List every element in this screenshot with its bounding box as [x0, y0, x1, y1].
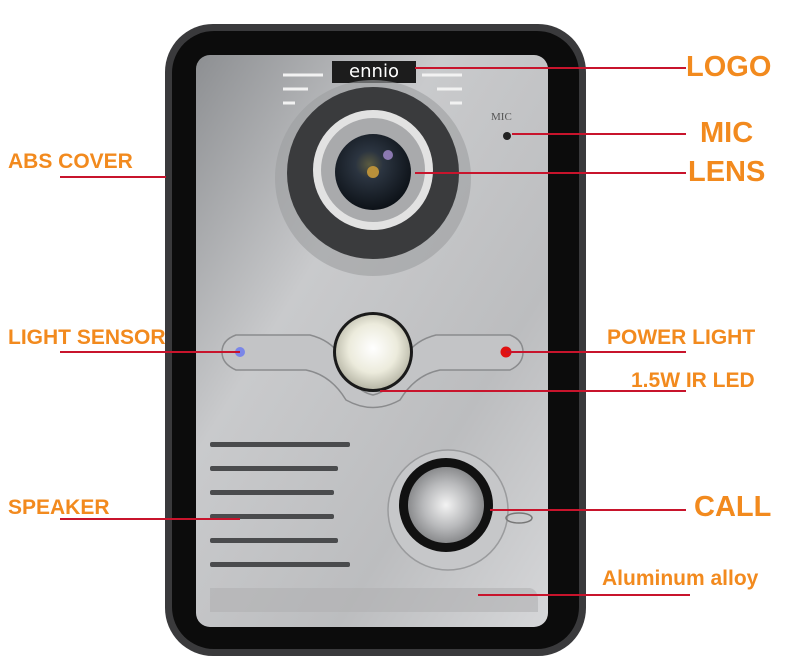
label-lens: LENS [688, 156, 766, 188]
aluminum-leader-line [478, 594, 690, 596]
label-abs-cover: ABS COVER [8, 150, 133, 173]
lens-leader-line [415, 172, 686, 174]
call-leader-line [490, 509, 686, 511]
logo-dashes-icon [283, 73, 462, 105]
label-aluminum-alloy: Aluminum alloy [602, 567, 759, 590]
brand-logo: ennio [349, 61, 399, 82]
label-call: CALL [694, 491, 772, 523]
label-mic: MIC [700, 117, 754, 149]
power-light-leader-line [506, 351, 686, 353]
light-sensor-icon [235, 347, 245, 357]
speaker-grille-icon [210, 442, 350, 567]
speaker-leader-line [60, 518, 240, 520]
sensor-strip [221, 334, 524, 409]
label-ir-led: 1.5W IR LED [631, 369, 755, 392]
label-logo: LOGO [686, 51, 772, 83]
abs-cover-leader-line [60, 176, 166, 178]
logo-badge [332, 61, 416, 83]
mic-hole-icon [503, 132, 511, 140]
logo-leader-line [415, 67, 686, 69]
mic-marking: MIC [491, 111, 512, 123]
label-power-light: POWER LIGHT [607, 326, 756, 349]
ir-led-leader-line [380, 390, 686, 392]
label-speaker: SPEAKER [8, 496, 110, 519]
mic-leader-line [512, 133, 686, 135]
light-sensor-leader-line [60, 351, 240, 353]
bell-icon [505, 512, 533, 524]
label-light-sensor: LIGHT SENSOR [8, 326, 166, 349]
